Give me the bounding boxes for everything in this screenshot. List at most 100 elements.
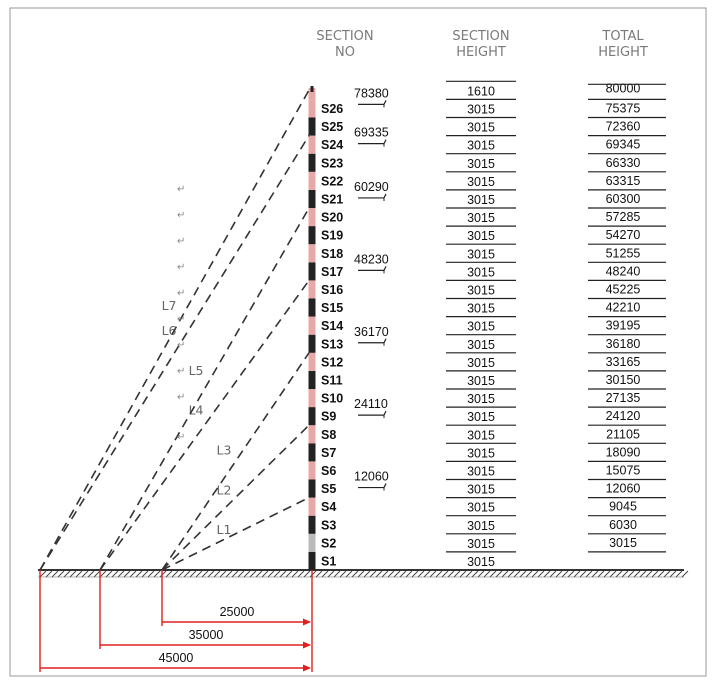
diagram-frame — [9, 7, 707, 677]
ground-hatch — [603, 570, 611, 578]
ground-hatch — [591, 570, 599, 578]
ground-hatch — [573, 570, 581, 578]
ground-hatch — [681, 570, 689, 578]
ground-hatch — [165, 570, 173, 578]
ground-hatch — [549, 570, 557, 578]
section-label-s16: S16 — [321, 283, 343, 297]
guy-wire-l6 — [39, 135, 310, 571]
ground-hatch — [663, 570, 671, 578]
mast-section-s25 — [308, 117, 316, 136]
ground-hatch — [669, 570, 677, 578]
section-height-value: 3015 — [467, 175, 495, 189]
section-height-value: 3015 — [467, 302, 495, 316]
total-height-value: 45225 — [606, 283, 641, 297]
elevation-value: 69335 — [354, 126, 389, 140]
ground-hatch — [51, 570, 59, 578]
ground-hatch — [405, 570, 413, 578]
ground-hatch — [225, 570, 233, 578]
ground-hatch — [585, 570, 593, 578]
mast-section-s14 — [308, 316, 316, 335]
ground-hatch — [249, 570, 257, 578]
total-height-value: 3015 — [609, 536, 637, 550]
ground-hatch — [459, 570, 467, 578]
total-height-value: 30150 — [606, 373, 641, 387]
ground-hatch — [69, 570, 77, 578]
section-height-value: 3015 — [467, 446, 495, 460]
ground-hatch — [219, 570, 227, 578]
total-height-value: 63315 — [606, 174, 641, 188]
ground-hatch — [333, 570, 341, 578]
top-total-height-value: 80000 — [606, 81, 641, 95]
ground-hatch — [633, 570, 641, 578]
mast-section-s15 — [308, 298, 316, 317]
ground-hatch — [93, 570, 101, 578]
section-height-value: 3015 — [467, 265, 495, 279]
top-section-height-value: 1610 — [467, 84, 495, 98]
dimension-arrowhead — [303, 664, 311, 672]
ground-hatch — [483, 570, 491, 578]
elevation-leader — [358, 338, 387, 344]
ground-hatch — [531, 570, 539, 578]
section-label-s22: S22 — [321, 174, 343, 188]
section-height-value: 3015 — [467, 193, 495, 207]
section-label-s6: S6 — [321, 464, 336, 478]
header-section-no-line2: NO — [335, 45, 355, 60]
guy-label-l4: L4 — [189, 403, 204, 418]
mast-section-s26 — [308, 99, 316, 118]
ground-hatch — [255, 570, 263, 578]
mast-section-s4 — [308, 497, 316, 516]
mast-section-s3 — [308, 515, 316, 534]
total-height-value: 36180 — [606, 337, 641, 351]
section-label-s24: S24 — [321, 138, 343, 152]
total-height-value: 24120 — [606, 409, 641, 423]
elevation-value: 12060 — [354, 470, 389, 484]
ground-hatch — [213, 570, 221, 578]
mast-section-s13 — [308, 334, 316, 353]
ground-hatch — [423, 570, 431, 578]
section-height-value: 3015 — [467, 410, 495, 424]
section-height-value: 3015 — [467, 121, 495, 135]
section-height-value: 3015 — [467, 229, 495, 243]
section-height-value: 3015 — [467, 103, 495, 117]
section-height-value: 3015 — [467, 501, 495, 515]
ground-hatch — [183, 570, 191, 578]
ground-hatch — [345, 570, 353, 578]
section-label-s25: S25 — [321, 120, 343, 134]
ground-hatch — [513, 570, 521, 578]
section-label-s15: S15 — [321, 301, 343, 315]
ground-hatch — [507, 570, 515, 578]
total-height-value: 33165 — [606, 355, 641, 369]
elevation-leader — [358, 100, 387, 106]
total-height-value: 18090 — [606, 445, 641, 459]
elevation-value: 24110 — [354, 397, 388, 411]
paragraph-mark: ↵ — [177, 288, 185, 299]
ground-hatch — [441, 570, 449, 578]
ground-hatch — [621, 570, 629, 578]
ground-hatch — [495, 570, 503, 578]
paragraph-mark: ↵ — [177, 210, 185, 221]
mast-section-s23 — [308, 153, 316, 172]
ground-hatch — [75, 570, 83, 578]
dimension-arrowhead — [303, 618, 311, 626]
paragraph-mark: ↵ — [177, 262, 185, 273]
mast-section-s7 — [308, 443, 316, 462]
total-height-value: 75375 — [606, 102, 641, 116]
ground-hatch — [399, 570, 407, 578]
section-height-value: 3015 — [467, 537, 495, 551]
ground-hatch — [45, 570, 53, 578]
section-label-s17: S17 — [321, 265, 343, 279]
ground-hatch — [207, 570, 215, 578]
section-label-s26: S26 — [321, 102, 343, 116]
ground-hatch — [339, 570, 347, 578]
ground-hatch — [477, 570, 485, 578]
total-height-value: 27135 — [606, 391, 641, 405]
ground-hatch — [273, 570, 281, 578]
section-label-s21: S21 — [321, 192, 343, 206]
header-section-height-line1: SECTION — [452, 29, 509, 44]
ground-hatch — [267, 570, 275, 578]
ground-hatch — [501, 570, 509, 578]
ground-hatch — [555, 570, 563, 578]
total-height-value: 39195 — [606, 319, 641, 333]
mast — [308, 86, 316, 570]
